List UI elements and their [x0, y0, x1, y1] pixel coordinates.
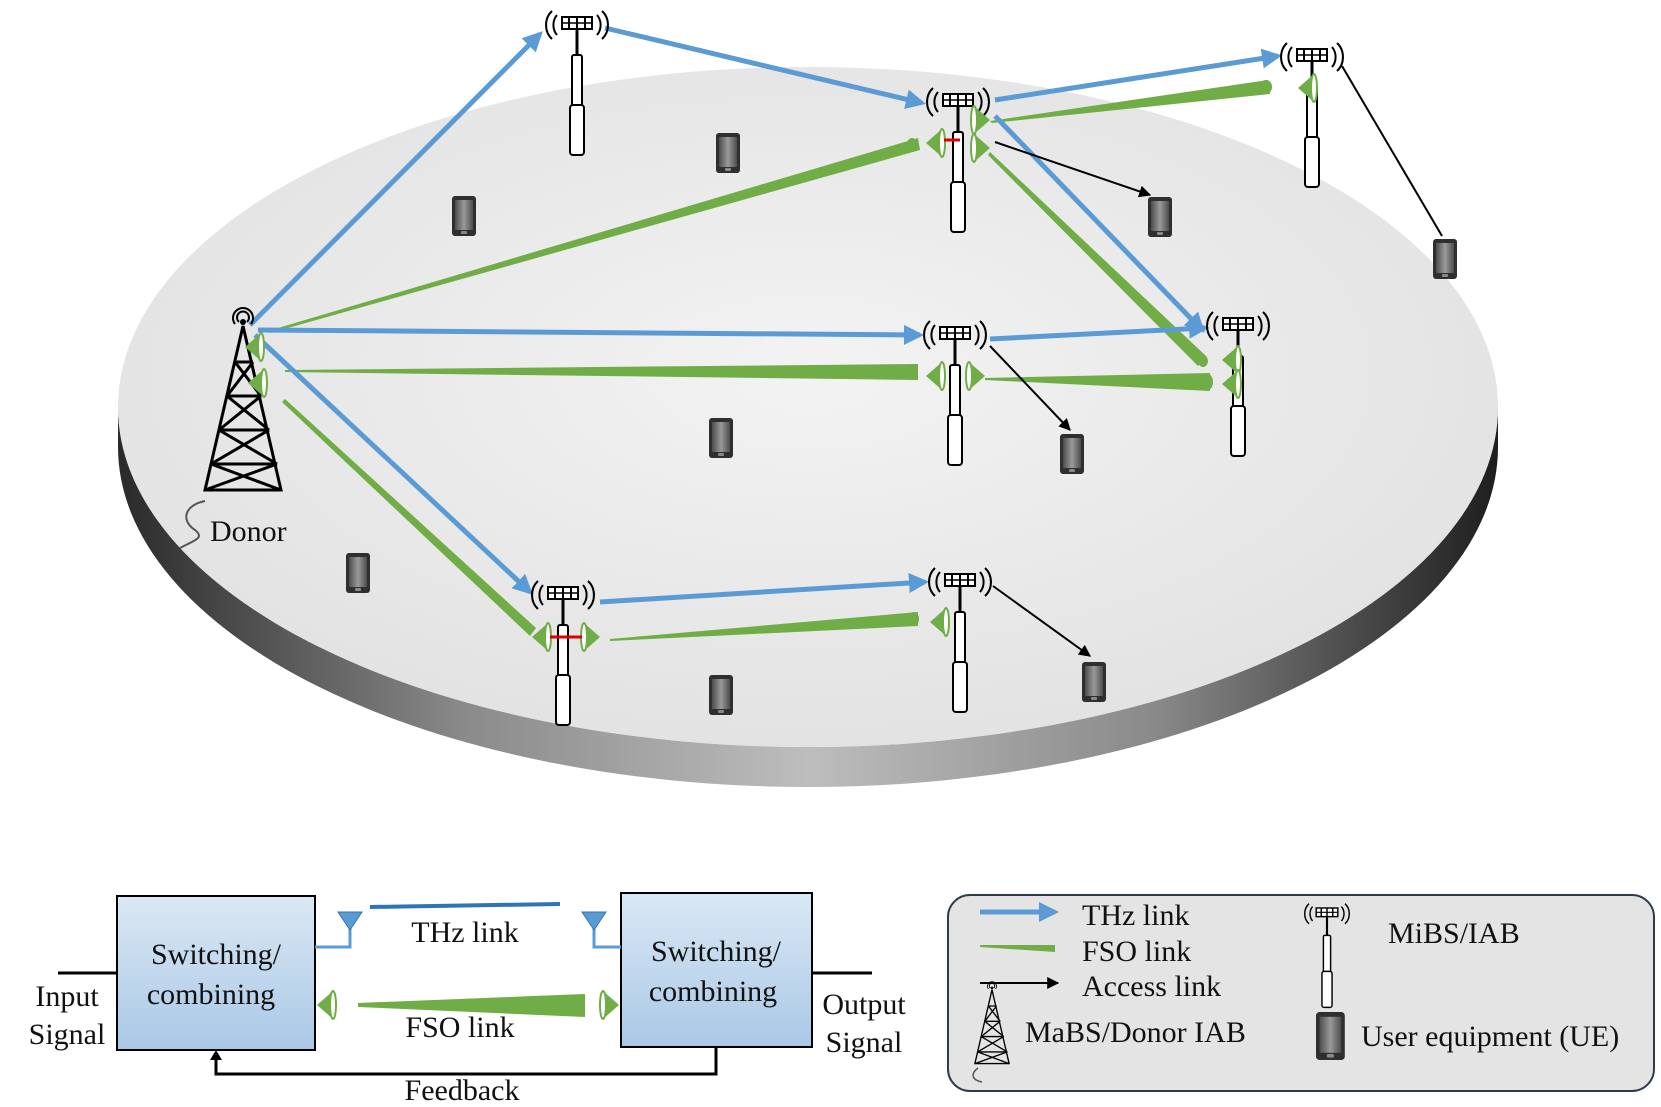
thz-arrow [253, 333, 533, 595]
ue-phone-icon [1148, 197, 1172, 237]
fso-transceivers [531, 73, 1318, 652]
right-switching-block [620, 892, 813, 1048]
feedback-label: Feedback [405, 1074, 520, 1107]
horn-antenna-icon [599, 990, 620, 1020]
access-arrow [989, 345, 1071, 431]
legend-mibs-label: MiBS/IAB [1388, 917, 1520, 950]
fso-beam [988, 152, 1206, 366]
output-label: Signal [826, 1026, 903, 1059]
coverage-disk [118, 67, 1498, 787]
legend-fso-label: FSO link [1082, 935, 1191, 968]
access-arrow [992, 585, 1091, 657]
ue-phone-icon [346, 553, 370, 593]
legend-box [947, 894, 1655, 1092]
fso-beam [985, 373, 1210, 391]
ue-phone-icon [716, 133, 740, 173]
legend-mabs-label: MaBS/Donor IAB [1025, 1016, 1246, 1049]
legend: THz link FSO link Access link MaBS/Donor… [947, 894, 1655, 1092]
legend-thz-label: THz link [1082, 899, 1189, 932]
thz-arrow [993, 114, 1205, 333]
access-links [989, 65, 1443, 657]
thz-links [248, 25, 1282, 605]
input-label: Input [35, 980, 99, 1013]
thz-arrow [599, 573, 929, 605]
left-block-label: Switching/ [151, 938, 282, 971]
thz-arrow [604, 25, 926, 110]
input-label: Signal [29, 1018, 106, 1051]
thz-arrow [989, 318, 1209, 342]
ue-phone-icon [709, 418, 733, 458]
right-block-label: Switching/ [651, 935, 782, 968]
thz-arrow [994, 48, 1282, 103]
thz-link-label: THz link [411, 916, 518, 949]
fso-beam [285, 364, 918, 380]
ue-phone-icon [1082, 662, 1106, 702]
left-block-label: combining [147, 978, 275, 1011]
ue-phone-icon [1060, 434, 1084, 474]
hybrid-link-block-diagram: Switching/ combining Switching/ combinin… [29, 892, 906, 1107]
legend-access-label: Access link [1082, 970, 1221, 1003]
fso-beam [358, 994, 585, 1017]
ue-phone-icon [452, 196, 476, 236]
access-line [1341, 65, 1443, 237]
fso-beam [268, 138, 920, 333]
thz-arrow [248, 31, 543, 327]
fso-beam [990, 80, 1270, 123]
horn-antenna-icon [316, 990, 337, 1020]
ue-phone-icon [1433, 239, 1457, 279]
thz-antenna-icon [581, 911, 607, 931]
left-switching-block [116, 895, 316, 1051]
thz-arrow [257, 324, 924, 345]
fso-link-label: FSO link [405, 1011, 514, 1044]
thz-antenna-icon [337, 911, 363, 931]
thz-beam [369, 902, 561, 909]
fso-beam [610, 612, 918, 641]
right-block-label: combining [649, 975, 777, 1008]
ue-phone-icon [1316, 1012, 1345, 1060]
fso-beam [282, 399, 536, 636]
ue-phone-icon [709, 675, 733, 715]
legend-fso-swatch [980, 945, 1055, 952]
fso-links [268, 80, 1272, 641]
donor-tower: Donor [179, 306, 287, 549]
output-label: Output [822, 988, 906, 1021]
donor-label: Donor [210, 515, 287, 548]
access-arrow [994, 141, 1152, 198]
legend-ue-label: User equipment (UE) [1361, 1020, 1619, 1053]
